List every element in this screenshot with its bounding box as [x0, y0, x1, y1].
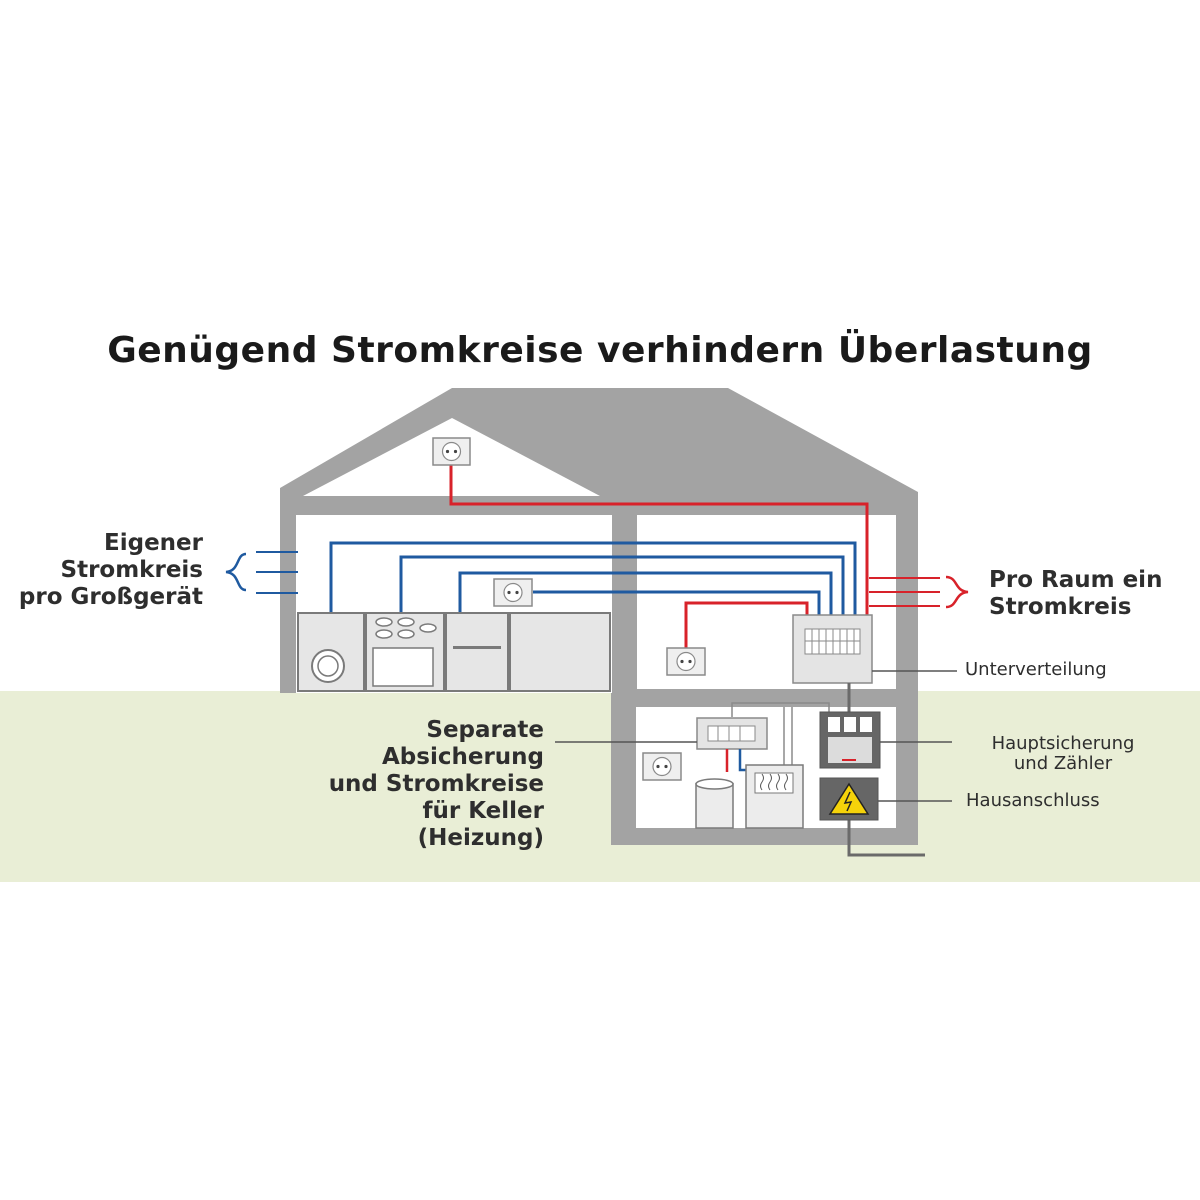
socket-icon — [642, 752, 682, 781]
dishwasher — [445, 612, 509, 692]
blue-circuit-dishwasher — [458, 571, 833, 615]
room-brace-lines — [869, 577, 940, 607]
room-circuit-label: Pro Raum ein Stromkreis — [989, 567, 1163, 620]
basement-circuits-label: Separate Absicherung und Stromkreise für… — [328, 717, 544, 851]
kitchen-counter — [509, 612, 611, 692]
socket-icon — [432, 437, 471, 466]
feeder-lines — [847, 683, 925, 857]
socket-icon — [666, 647, 706, 676]
basement-fuse-box — [696, 717, 768, 750]
boiler-tank — [695, 778, 734, 829]
basement-wires — [731, 702, 830, 765]
appliance-circuit-label: Eigener Stromkreis pro Großgerät — [18, 530, 203, 610]
stove-burners — [375, 617, 437, 639]
red-circuits — [449, 463, 869, 648]
appliance-brace — [225, 552, 247, 592]
house-connection-label: Hausanschluss — [966, 790, 1100, 811]
main-fuse-meter — [819, 711, 881, 769]
room-brace — [945, 575, 969, 609]
red-circuit-attic — [449, 463, 869, 615]
blue-circuit-washer — [329, 541, 857, 615]
blue-circuit-stove — [399, 555, 845, 615]
sub-distribution-label: Unterverteilung — [965, 659, 1107, 680]
house-connection-box — [819, 777, 879, 821]
appliance-brace-lines — [256, 551, 298, 594]
kitchen-appliances — [297, 612, 611, 692]
red-circuit-room — [684, 601, 809, 648]
warning-icon — [828, 782, 870, 815]
socket-icon — [493, 578, 533, 607]
page-title: Genügend Stromkreise verhindern Überlast… — [107, 330, 1093, 371]
ground-band — [0, 691, 1200, 882]
blue-circuits — [329, 541, 857, 615]
dishwasher-panel — [453, 646, 501, 649]
sub-distribution-board — [792, 614, 873, 684]
heating-unit — [745, 764, 804, 829]
blue-circuit-socket — [533, 590, 821, 615]
main-fuse-meter-label: Hauptsicherung und Zähler — [991, 733, 1135, 774]
